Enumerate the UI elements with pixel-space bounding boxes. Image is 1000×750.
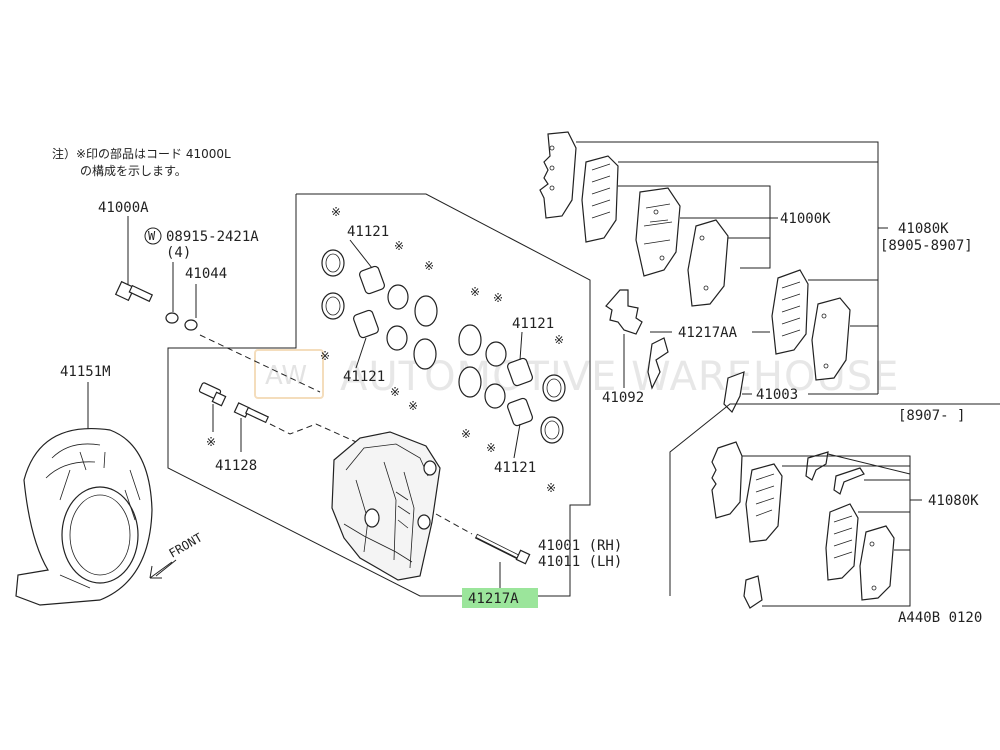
label-41217A[interactable]: 41217A	[468, 591, 519, 607]
note-line-1: 注）※印の部品はコード 41000L	[52, 146, 231, 161]
label-41000A: 41000A	[98, 200, 149, 216]
bracket-41000K	[618, 185, 771, 269]
label-41080K-bottom: 41080K	[928, 493, 979, 509]
label-range-top: [8905-8907]	[880, 238, 973, 254]
bleeder-line	[269, 423, 393, 459]
caliper-assembly-outline	[167, 193, 591, 597]
washer-symbol-circle	[144, 227, 162, 245]
label-qty-4: (4)	[166, 245, 191, 261]
label-08915-2421A: 08915-2421A	[166, 229, 259, 245]
label-41128: 41128	[215, 458, 257, 474]
mark-9: ※	[554, 333, 564, 347]
washer-41044	[184, 319, 198, 331]
leader-41121-top	[349, 239, 373, 269]
mark-5: ※	[390, 385, 400, 399]
label-41121-mid: 41121	[343, 369, 385, 385]
mark-1: ※	[331, 205, 341, 219]
washer-symbol: W	[148, 229, 156, 243]
label-41044: 41044	[185, 266, 227, 282]
label-41011-lh: 41011 (LH)	[538, 554, 622, 570]
bracket-41080K-top	[576, 141, 879, 394]
bleeder-41128	[198, 382, 270, 424]
dust-shield-41151M	[15, 428, 153, 606]
washer-08915	[165, 312, 179, 324]
label-41001-rh: 41001 (RH)	[538, 538, 622, 554]
pin-line	[435, 513, 473, 535]
mark-13: ※	[206, 435, 216, 449]
diagram-code: A440B 0120	[898, 610, 982, 626]
label-41080K-top: 41080K	[898, 221, 949, 237]
mark-6: ※	[408, 399, 418, 413]
bracket-41080K-bottom-c	[827, 453, 911, 475]
bracket-41080K-bottom	[742, 455, 911, 607]
highlight-41217A	[462, 588, 538, 608]
pin-41217A	[474, 533, 531, 565]
mark-2: ※	[394, 239, 404, 253]
piston-seal-group-right	[458, 324, 566, 444]
pad-set-bottom	[711, 441, 895, 609]
caliper-body	[331, 431, 441, 581]
shim-41092	[605, 289, 669, 390]
note-line-2: の構成を示します。	[80, 164, 187, 178]
mark-8: ※	[493, 291, 503, 305]
label-41000K: 41000K	[780, 211, 831, 227]
mark-10: ※	[461, 427, 471, 441]
mark-11: ※	[486, 441, 496, 455]
watermark-badge-frame	[254, 349, 324, 399]
label-front: FRONT	[167, 530, 205, 560]
bolt-41000A	[114, 216, 154, 303]
pad-set-bottom-frame	[669, 403, 1000, 596]
label-41003: 41003	[756, 387, 798, 403]
pad-set-top	[539, 131, 851, 381]
label-41092: 41092	[602, 390, 644, 406]
piston-seal-group-left	[321, 249, 438, 370]
mark-4: ※	[320, 349, 330, 363]
label-41217AA: 41217AA	[678, 325, 738, 341]
label-41121-right-top: 41121	[512, 316, 554, 332]
leader-41121-right-top	[519, 331, 523, 361]
mark-12: ※	[546, 481, 556, 495]
mark-3: ※	[424, 259, 434, 273]
label-41121-right-bottom: 41121	[494, 460, 536, 476]
mark-7: ※	[470, 285, 480, 299]
front-arrow	[149, 559, 177, 579]
leader-41121-right-bottom	[513, 423, 521, 459]
leader-41121-mid	[355, 337, 367, 369]
mounting-line	[199, 334, 321, 393]
label-range-bottom: [8907- ]	[898, 408, 965, 424]
label-41121-top: 41121	[347, 224, 389, 240]
label-41151M: 41151M	[60, 364, 111, 380]
